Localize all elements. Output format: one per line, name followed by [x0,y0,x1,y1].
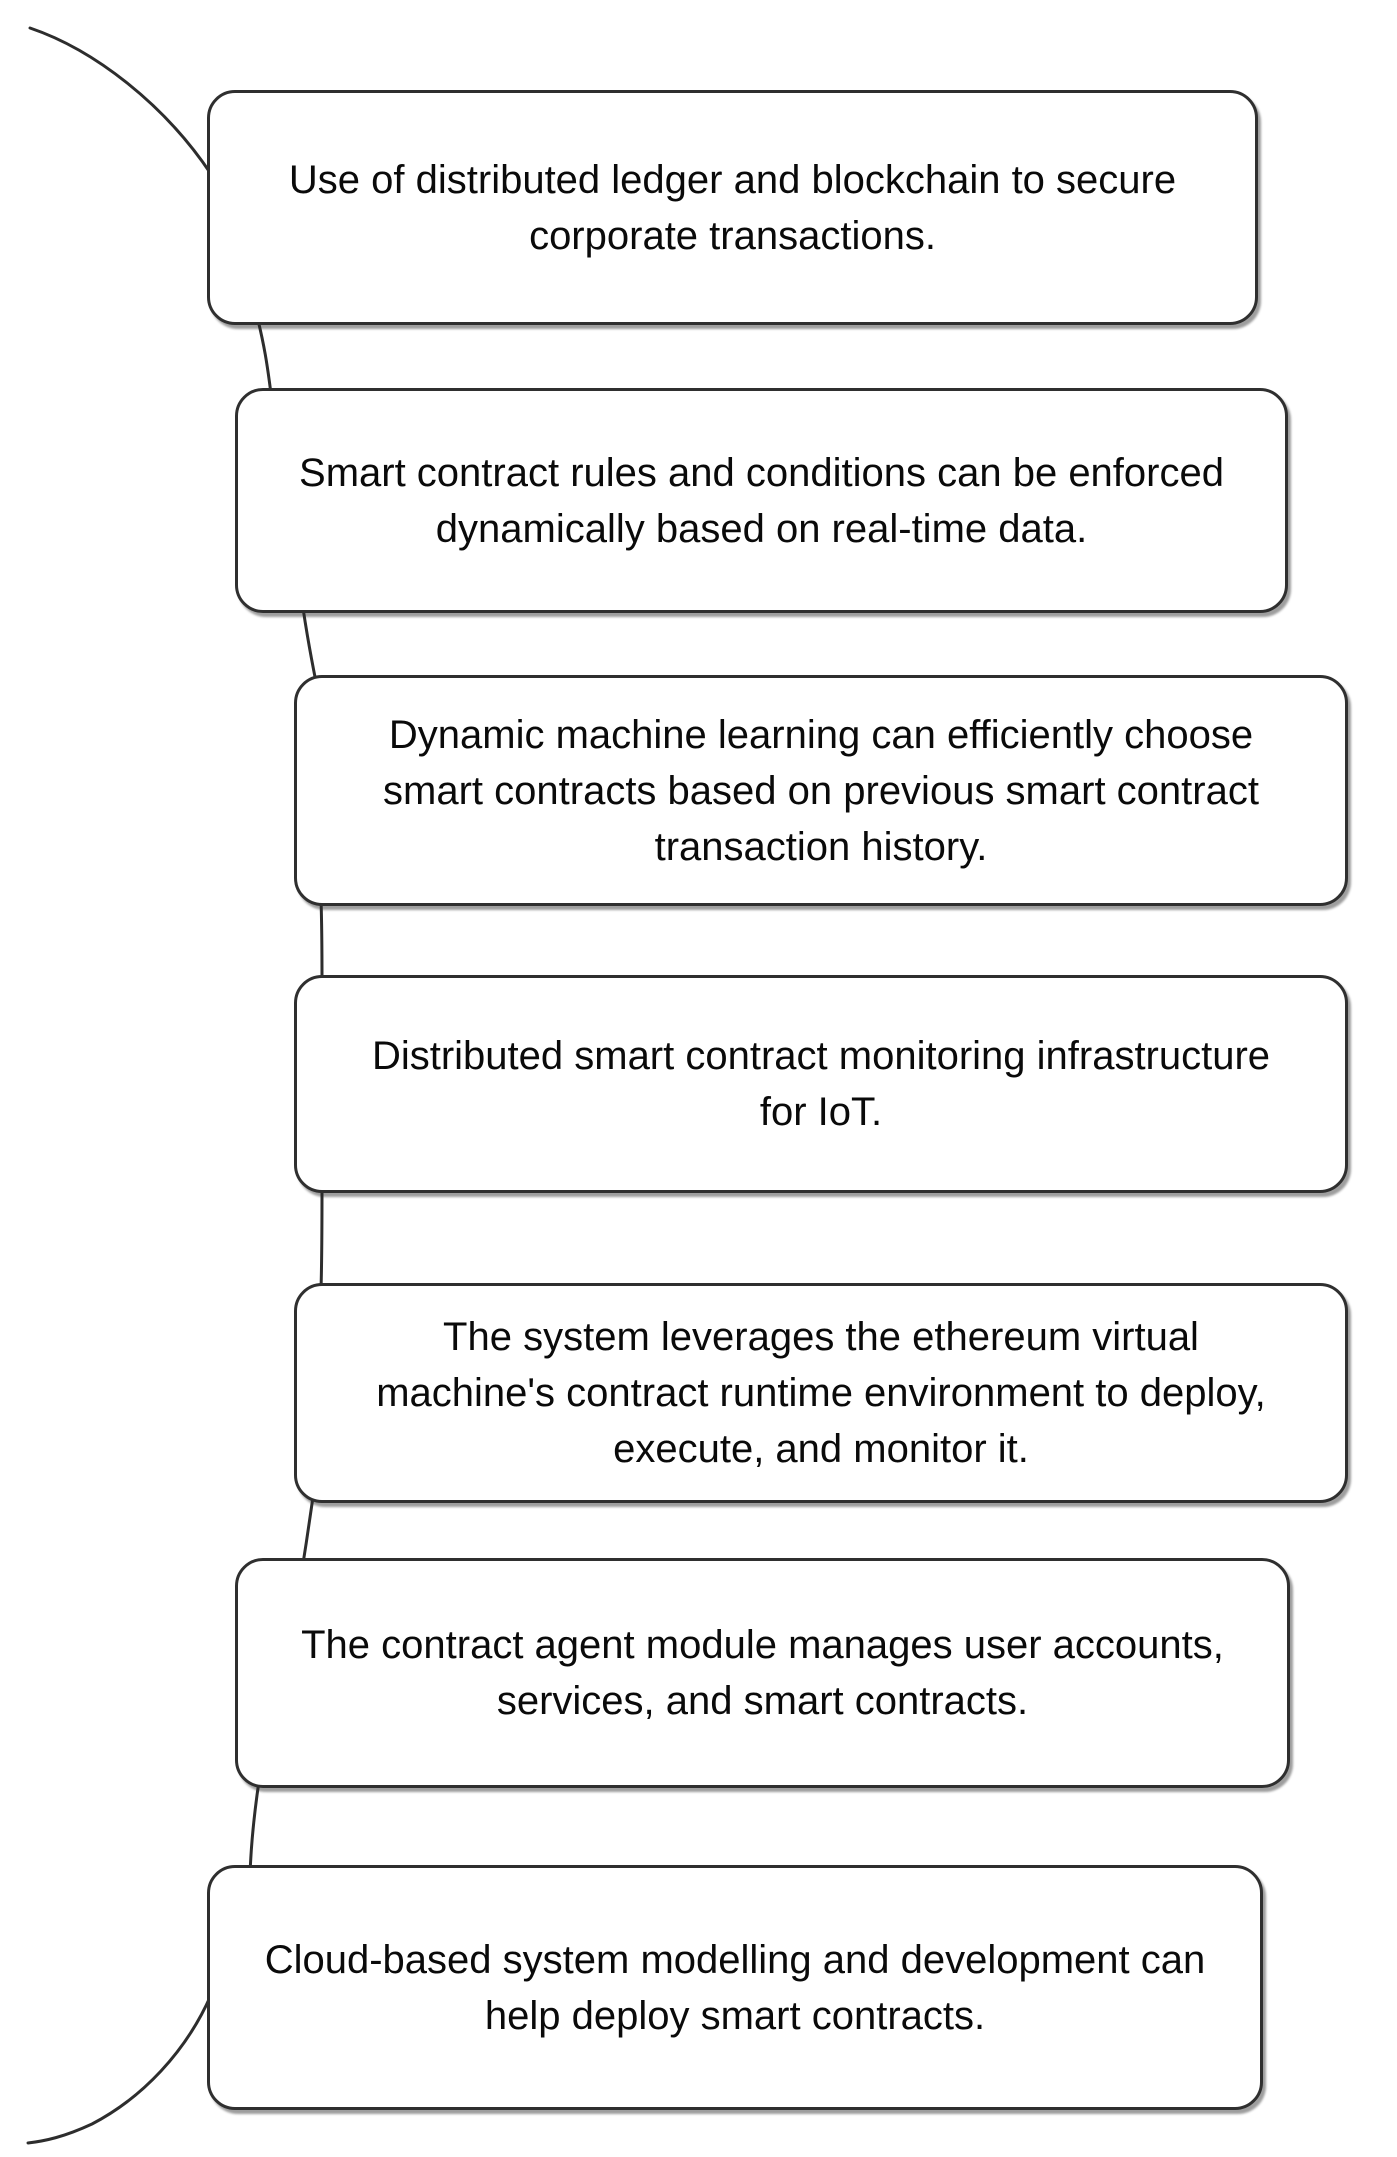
connector-node-3-to-node-4 [319,898,324,984]
node-text-line: for IoT. [759,1090,883,1134]
node-smart-contract-rules: Smart contract rules and conditions can … [235,388,1288,613]
node-text-line: dynamically based on real-time data. [435,506,1088,551]
node-text-line: corporate transactions. [529,213,936,258]
node-distributed-ledger: Use of distributed ledger and blockchain… [207,90,1258,325]
connector-node-1-to-node-2 [256,318,273,396]
node-ethereum-virtual-machine: The system leverages the ethereum virtua… [294,1283,1348,1503]
node-text-line: smart contracts based on previous smart … [383,768,1259,813]
node-text-line: Use of distributed ledger and blockchain… [288,157,1177,202]
node-text-line: services, and smart contracts. [496,1679,1029,1723]
node-text-line: Dynamic machine learning can efficiently… [388,712,1254,757]
node-text-line: Distributed smart contract monitoring in… [371,1034,1271,1078]
node-text-line: Smart contract rules and conditions can … [299,450,1224,495]
connector-node-7-to-bottom-left [26,1993,213,2145]
connector-node-2-to-node-3 [301,606,318,684]
connector-node-4-to-node-5 [319,1185,324,1292]
node-cloud-based-modelling: Cloud-based system modelling and develop… [207,1865,1263,2110]
node-text-line: transaction history. [654,824,988,869]
node-contract-agent-module: The contract agent module manages user a… [235,1558,1290,1788]
node-text-line: The contract agent module manages user a… [301,1623,1224,1667]
connector-top-left-to-node-1 [28,26,213,176]
node-dynamic-machine-learning: Dynamic machine learning can efficiently… [294,675,1348,906]
connector-node-6-to-node-7 [248,1779,261,1877]
node-monitoring-infrastructure: Distributed smart contract monitoring in… [294,975,1348,1193]
node-text-line: Cloud-based system modelling and develop… [264,1937,1206,1982]
node-text-line: The system leverages the ethereum virtua… [443,1315,1199,1359]
node-text-line: machine's contract runtime environment t… [376,1371,1266,1415]
node-text-line: execute, and monitor it. [613,1427,1029,1471]
node-text-line: help deploy smart contracts. [484,1993,986,2038]
